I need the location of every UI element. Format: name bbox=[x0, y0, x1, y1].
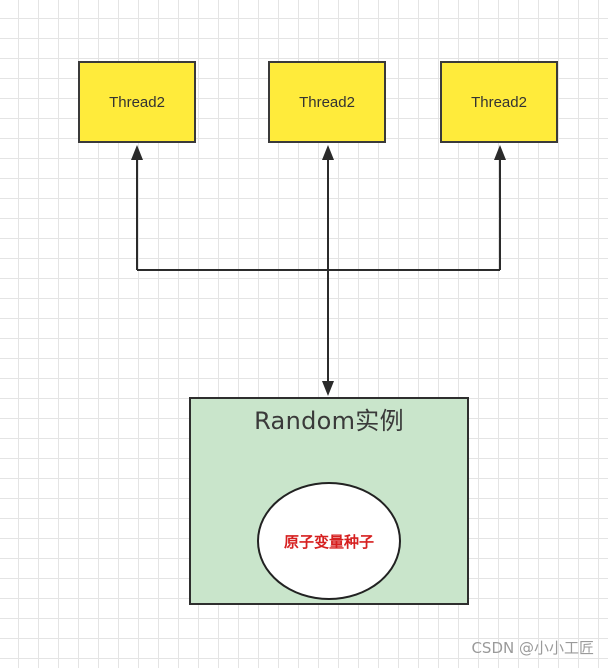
thread-box-3: Thread2 bbox=[440, 61, 558, 143]
thread-label-3: Thread2 bbox=[471, 93, 527, 111]
random-instance-title: Random实例 bbox=[254, 407, 404, 435]
arrowhead-thread-2 bbox=[322, 145, 334, 160]
thread-label-1: Thread2 bbox=[109, 93, 165, 111]
atomic-seed-ellipse: 原子变量种子 bbox=[257, 482, 401, 600]
thread-box-2: Thread2 bbox=[268, 61, 386, 143]
watermark: CSDN @小小工匠 bbox=[471, 639, 594, 657]
thread-box-1: Thread2 bbox=[78, 61, 196, 143]
arrowhead-random-instance bbox=[322, 381, 334, 396]
thread-label-2: Thread2 bbox=[299, 93, 355, 111]
arrowhead-thread-1 bbox=[131, 145, 143, 160]
random-instance-box: Random实例 原子变量种子 bbox=[189, 397, 469, 605]
atomic-seed-label: 原子变量种子 bbox=[283, 532, 374, 551]
arrowhead-thread-3 bbox=[494, 145, 506, 160]
